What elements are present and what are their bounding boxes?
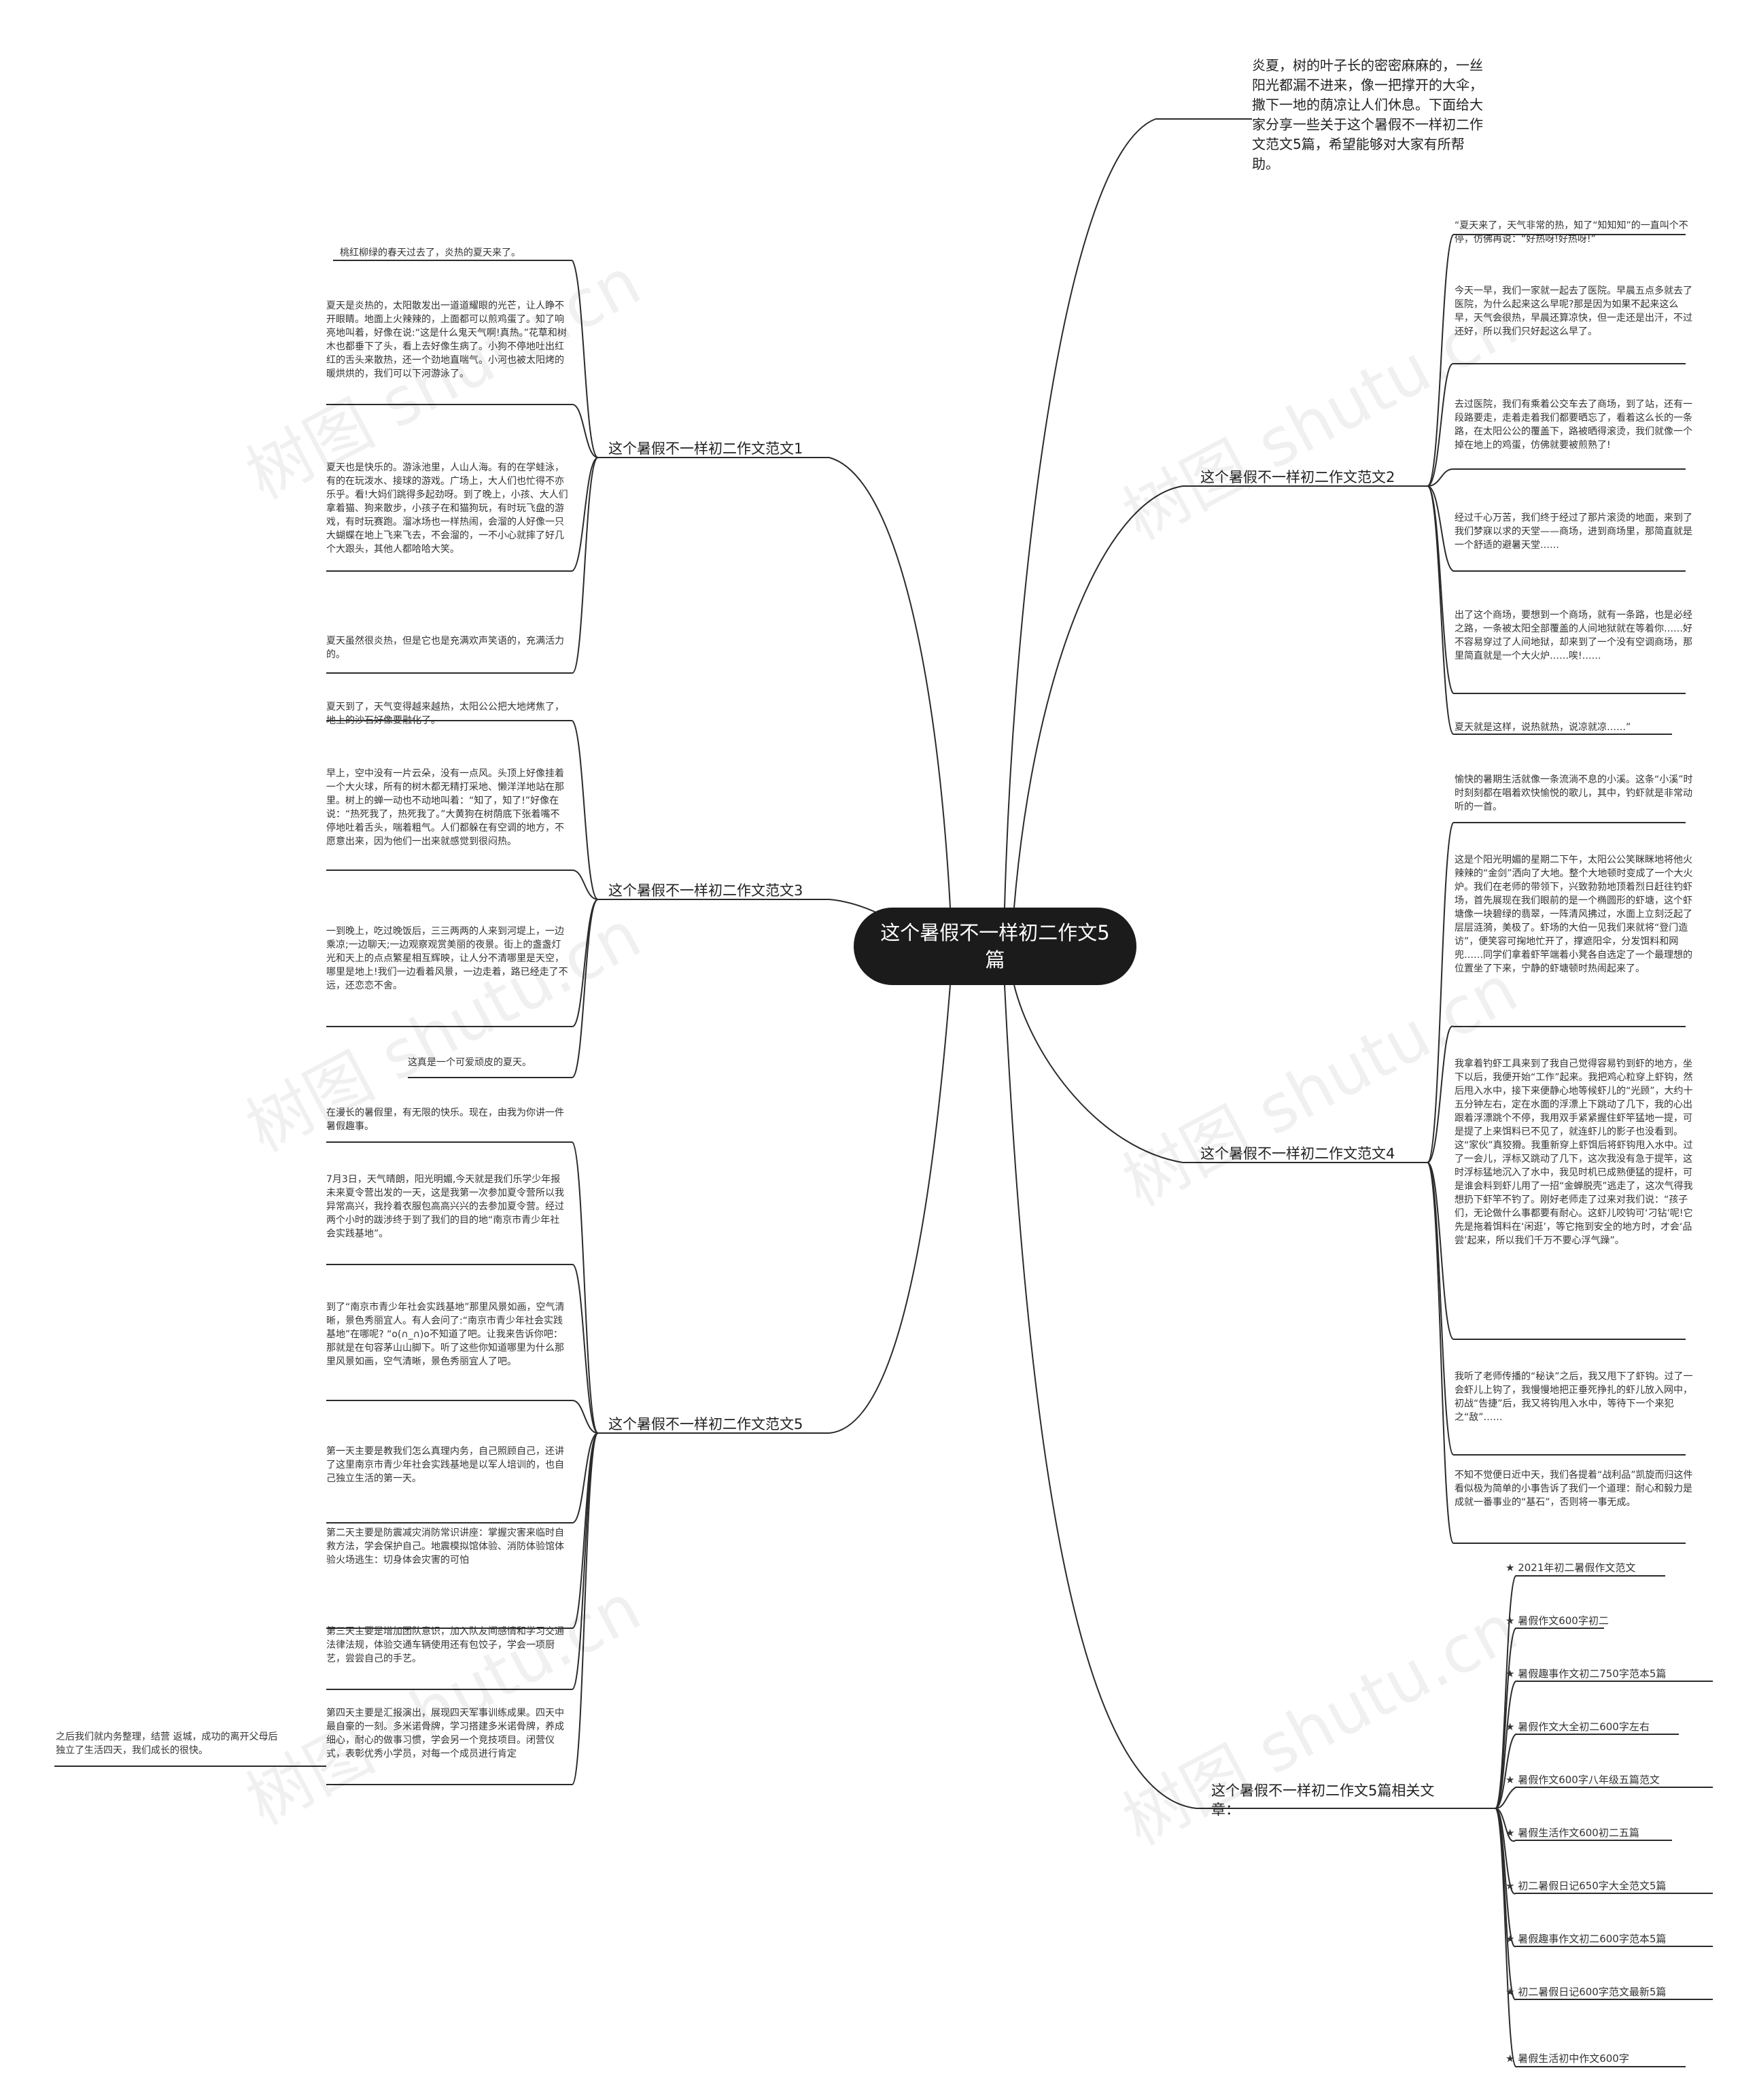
related-item[interactable]: ★ 初二暑假日记650字大全范文5篇 <box>1506 1880 1667 1892</box>
leaf-b3-1: 夏天到了，天气变得越来越热，太阳公公把大地烤焦了，地上的沙石好像要融化了。 <box>326 702 564 726</box>
leaf-b4-5: 不知不觉便日近中天，我们各提着“战利品”凯旋而归这件看似极为简单的小事告诉了我们… <box>1455 1470 1693 1508</box>
branch-4-label[interactable]: 这个暑假不一样初二作文范文4 <box>1200 1146 1395 1162</box>
leaf-b1-1: 桃红柳绿的春天过去了，炎热的夏天来了。 <box>340 247 521 258</box>
intro-text: 炎夏，树的叶子长的密密麻麻的，一丝阳光都漏不进来，像一把撑开的大伞，撒下一地的荫… <box>1252 57 1483 172</box>
branch-related-label[interactable]: 这个暑假不一样初二作文5篇相关文章： <box>1211 1783 1435 1818</box>
leaf-b5-1: 在漫长的暑假里，有无限的快乐。现在，由我为你讲一件暑假趣事。 <box>326 1107 564 1132</box>
leaf-b3-4: 这真是一个可爱顽皮的夏天。 <box>408 1057 532 1068</box>
branch-2-label[interactable]: 这个暑假不一样初二作文范文2 <box>1200 469 1395 485</box>
leaf-b3-2: 早上，空中没有一片云朵，没有一点风。头顶上好像挂着一个大火球，所有的树木都无精打… <box>326 768 564 847</box>
leaf-b4-3: 我拿着钓虾工具来到了我自己觉得容易钓到虾的地方，坐下以后，我便开始“工作”起来。… <box>1455 1058 1693 1246</box>
leaf-b5-extra: 之后我们就内务整理，结营 返城，成功的离开父母后独立了生活四天，我们成长的很快。 <box>56 1732 278 1756</box>
related-item[interactable]: ★ 2021年初二暑假作文范文 <box>1506 1562 1636 1574</box>
leaf-b3-3: 一到晚上，吃过晚饭后，三三两两的人来到河堤上，一边乘凉;一边聊天;一边观察观赏美… <box>326 926 568 991</box>
related-item[interactable]: ★ 暑假趣事作文初二600字范本5篇 <box>1506 1933 1667 1945</box>
leaf-b5-4: 第一天主要是教我们怎么真理内务，自己照顾自己，还讲了这里南京市青少年社会实践基地… <box>326 1446 564 1484</box>
leaf-b2-3: 去过医院，我们有乘着公交车去了商场，到了站，还有一段路要走，走着走着我们都要晒忘… <box>1455 399 1692 451</box>
branch-5-label[interactable]: 这个暑假不一样初二作文范文5 <box>608 1416 803 1432</box>
leaf-b2-6: 夏天就是这样，说热就热，说凉就凉……” <box>1455 722 1631 733</box>
branch-1-label[interactable]: 这个暑假不一样初二作文范文1 <box>608 441 803 457</box>
leaf-b5-5: 第二天主要是防震减灾消防常识讲座：掌握灾害来临时自救方法，学会保护自己。地震模拟… <box>326 1528 564 1566</box>
leaf-b2-4: 经过千心万苦，我们终于经过了那片滚烫的地面，来到了我们梦寐以求的天堂——商场，进… <box>1455 513 1692 551</box>
leaf-b1-3: 夏天也是快乐的。游泳池里，人山人海。有的在学蛙泳，有的在玩泼水、接球的游戏。广场… <box>326 462 568 555</box>
related-item[interactable]: ★ 暑假趣事作文初二750字范本5篇 <box>1506 1668 1667 1680</box>
root-node[interactable]: 这个暑假不一样初二作文5篇 <box>854 908 1136 985</box>
leaf-b4-1: 愉快的暑期生活就像一条流淌不息的小溪。这条“小溪”时时刻刻都在唱着欢快愉悦的歌儿… <box>1455 774 1693 812</box>
leaf-b5-3: 到了“南京市青少年社会实践基地”那里风景如画，空气清晰，景色秀丽宜人。有人会问了… <box>326 1302 565 1367</box>
related-item[interactable]: ★ 初二暑假日记600字范文最新5篇 <box>1506 1986 1667 1998</box>
related-item[interactable]: ★ 暑假作文600字初二 <box>1506 1615 1609 1627</box>
related-item[interactable]: ★ 暑假作文600字八年级五篇范文 <box>1506 1774 1660 1786</box>
leaf-b5-7: 第四天主要是汇报演出，展现四天军事训练成果。四天中最自豪的一刻。多米诺骨牌，学习… <box>326 1708 564 1759</box>
related-item[interactable]: ★ 暑假作文大全初二600字左右 <box>1506 1721 1650 1733</box>
root-title: 这个暑假不一样初二作文5篇 <box>880 921 1110 971</box>
leaf-b2-2: 今天一早，我们一家就一起去了医院。早晨五点多就去了医院，为什么起来这么早呢?那是… <box>1455 286 1692 337</box>
leaf-b2-5: 出了这个商场，要想到一个商场，就有一条路，也是必经之路，一条被太阳全部覆盖的人间… <box>1455 610 1692 661</box>
leaf-b1-4: 夏天虽然很炎热，但是它也是充满欢声笑语的，充满活力的。 <box>326 636 564 660</box>
leaf-b4-2: 这是个阳光明媚的星期二下午，太阳公公笑眯眯地将他火辣辣的“金剑”洒向了大地。整个… <box>1455 855 1693 974</box>
related-item[interactable]: ★ 暑假生活初中作文600字 <box>1506 2052 1629 2065</box>
leaf-b1-2: 夏天是炎热的，太阳散发出一道道耀眼的光芒，让人睁不开眼睛。地面上火辣辣的，上面都… <box>326 300 567 379</box>
leaf-b2-1: “夏天来了，天气非常的热，知了“知知知”的一直叫个不停，仿佛再说：“好热呀!好热… <box>1455 220 1688 245</box>
leaf-b5-2: 7月3日，天气晴朗，阳光明媚,今天就是我们乐学少年报未来夏令营出发的一天，这是我… <box>326 1174 564 1239</box>
branch-3-label[interactable]: 这个暑假不一样初二作文范文3 <box>608 882 803 899</box>
leaf-b5-6: 第三天主要是增加团队意识，加入队友间感情和学习交通法律法规，体验交通车辆使用还有… <box>326 1626 564 1664</box>
related-item[interactable]: ★ 暑假生活作文600初二五篇 <box>1506 1827 1639 1839</box>
leaf-b4-4: 我听了老师传播的“秘诀”之后，我又甩下了虾钩。过了一会虾儿上钩了，我慢慢地把正垂… <box>1455 1371 1693 1423</box>
